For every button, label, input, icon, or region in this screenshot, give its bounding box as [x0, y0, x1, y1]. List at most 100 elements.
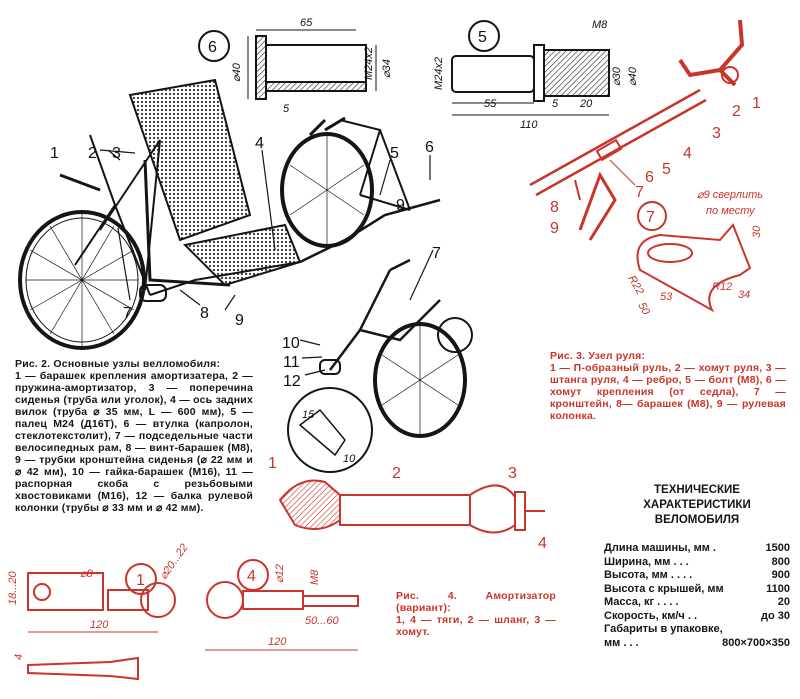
spec-row: Скорость, км/ч . . до 30 — [604, 610, 790, 624]
spec-row: Длина машины, мм . 1500 — [604, 542, 790, 556]
part-label: 8 — [200, 305, 209, 322]
dimension: 53 — [660, 291, 673, 303]
spec-row: Высота с крышей, мм 1100 — [604, 583, 790, 597]
detail-circle: 15 10 — [287, 387, 373, 473]
fig2-assembly — [18, 78, 473, 438]
part-label: 2 — [88, 145, 97, 162]
spec-value: 20 — [777, 596, 790, 608]
dimension: М8 — [592, 19, 608, 31]
caption-title: Рис. 4. Амортизатор (вариант): — [396, 590, 556, 614]
part-label: 11 — [283, 354, 300, 371]
dimension: ⌀8 — [80, 568, 94, 580]
fig3-steering — [529, 19, 745, 241]
part-label: 2 — [732, 103, 741, 120]
specs-title: ТЕХНИЧЕСКИЕ — [654, 484, 740, 496]
fig3-labels: 1 2 3 4 5 6 7 8 9 — [550, 95, 761, 237]
dimension: ⌀40 — [627, 66, 639, 86]
specs-title: ВЕЛОМОБИЛЯ — [654, 514, 740, 526]
seat-back — [128, 78, 252, 242]
dimension: М24х2 — [433, 57, 445, 90]
caption-body: 1 — барашек крепления амортизатера, 2 — … — [15, 370, 253, 514]
spec-row: мм . . . 800×700×350 — [604, 637, 790, 651]
dimension: 65 — [300, 17, 313, 29]
main-frame — [74, 134, 301, 296]
dimension: ⌀34 — [381, 59, 393, 78]
dimension: 34 — [738, 289, 750, 301]
fig2-labels: 1 2 3 4 5 6 7 8 9 10 11 12 7 9 — [50, 135, 441, 390]
fig7-bracket: 7 ⌀9 сверлить по месту 30 R12 34 53 50 R… — [625, 189, 763, 318]
part-label: 9 — [550, 220, 559, 237]
spec-value: 900 — [771, 569, 790, 581]
dimension: R22 — [625, 274, 645, 297]
spec-row: Высота, мм . . . . 900 — [604, 569, 790, 583]
figure-number: 6 — [208, 39, 217, 56]
spec-label: мм . . . — [604, 636, 639, 649]
part-label: 1 — [752, 95, 761, 112]
specs-title: ХАРАКТЕРИСТИКИ — [643, 499, 751, 511]
dimension: 4 — [13, 654, 25, 660]
dimension: 110 — [520, 119, 538, 131]
caption-title: Рис. 2. Основные узлы велломобиля: — [15, 358, 221, 370]
part-label: 3 — [712, 125, 721, 142]
dimension: 120 — [90, 619, 109, 631]
part-label: 4 — [538, 535, 547, 552]
part-label: 8 — [550, 199, 559, 216]
part-label: 9 — [396, 197, 405, 214]
dimension: 15 — [302, 409, 315, 421]
spec-label: Скорость, км/ч . . — [604, 609, 698, 622]
part-label: 4 — [255, 135, 264, 152]
fig4-labels: 1 2 3 4 — [268, 455, 547, 552]
spec-label: Высота, мм . . . . — [604, 569, 693, 581]
fig3-caption: Рис. 3. Узел руля: 1 — П-образный руль, … — [550, 350, 786, 422]
fig5-pin: 5 М24х2 М8 ⌀30 ⌀40 55 5 20 110 — [433, 19, 639, 131]
spec-value: 1500 — [765, 542, 790, 554]
rear-wheel-right — [373, 317, 473, 438]
dimension: 20 — [579, 98, 593, 110]
dimension: ⌀40 — [231, 62, 243, 82]
caption-body: 1 — П-образный руль, 2 — хомут руля, 3 —… — [550, 362, 786, 422]
dimension: ⌀20...22 — [158, 542, 191, 582]
spec-row: Габариты в упаковке, — [604, 623, 790, 637]
spec-row: Ширина, мм . . .800 — [604, 556, 790, 570]
spec-value: до 30 — [761, 609, 790, 622]
dimension: ⌀12 — [274, 564, 286, 583]
part-label: 3 — [112, 145, 121, 162]
spec-value: 1100 — [766, 582, 790, 595]
spec-label: Габариты в упаковке, — [604, 623, 723, 635]
part-label: 6 — [425, 139, 434, 156]
dimension: М24х2 — [363, 47, 375, 80]
caption-title: Рис. 3. Узел руля: — [550, 350, 646, 362]
part-label: 4 — [683, 145, 692, 162]
figure-number: 7 — [646, 209, 655, 226]
fig4-caption: Рис. 4. Амортизатор (вариант): 1, 4 — тя… — [396, 590, 556, 638]
figure-number: 5 — [478, 29, 487, 46]
dimension: 50...60 — [305, 615, 340, 627]
dimension: 50 — [635, 301, 652, 318]
part-label: 10 — [282, 335, 300, 352]
spec-value: 800×700×350 — [722, 636, 790, 649]
spec-label: Высота с крышей, мм — [604, 582, 724, 595]
dimension: 55 — [484, 98, 497, 110]
dimension: 120 — [268, 636, 287, 648]
part-label: 7 — [635, 184, 644, 201]
spec-label: Длина машины, мм . — [604, 542, 716, 554]
fig6-bushing: 6 65 ⌀40 М24х2 ⌀34 5 — [198, 17, 393, 115]
figure-number: 4 — [247, 568, 256, 585]
part-label: 5 — [390, 145, 399, 162]
part-label: 3 — [508, 465, 517, 482]
drill-note: по месту — [706, 205, 756, 217]
figure-number: 1 — [136, 572, 145, 589]
drill-note: ⌀9 сверлить — [697, 189, 763, 201]
dimension: 5 — [552, 98, 559, 110]
part-label: 1 — [268, 455, 277, 472]
fig2-caption: Рис. 2. Основные узлы велломобиля: 1 — б… — [15, 358, 253, 514]
caption-body: 1, 4 — тяги, 2 — шланг, 3 — хомут. — [396, 614, 556, 638]
part-label: 1 — [50, 145, 59, 162]
dimension: ⌀30 — [611, 66, 623, 86]
technical-specs: ТЕХНИЧЕСКИЕ ХАРАКТЕРИСТИКИ ВЕЛОМОБИЛЯ Дл… — [604, 483, 790, 650]
part-label: 6 — [645, 169, 654, 186]
dimension: 10 — [343, 453, 356, 465]
spec-label: Масса, кг . . . . — [604, 596, 679, 608]
dimension: 5 — [283, 103, 290, 115]
